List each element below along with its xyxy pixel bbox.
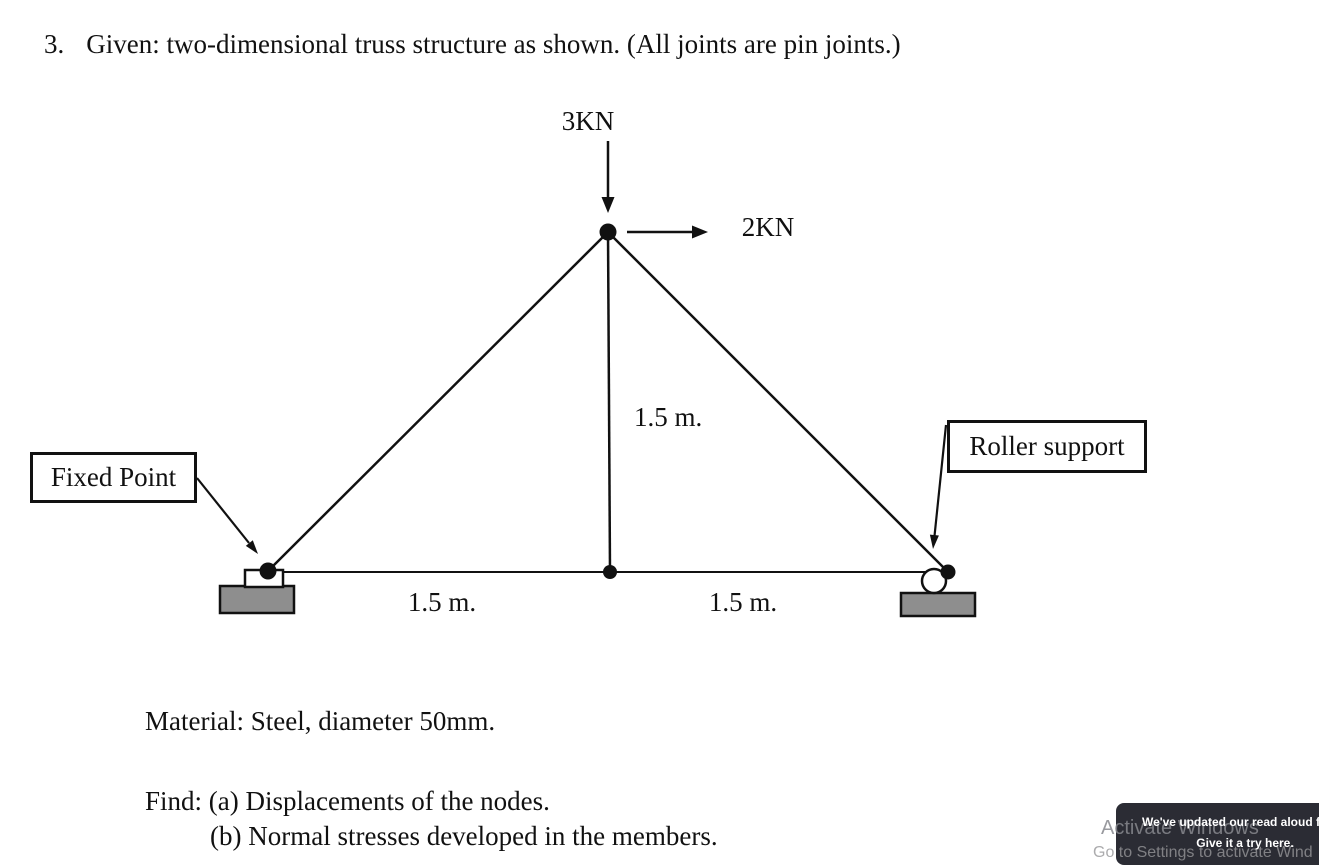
read-aloud-tooltip-text: We've updated our read aloud feat Give i… [1116,803,1319,855]
roller-support-callout: Roller support [947,420,1147,473]
joint-bottom-right [940,564,956,580]
vertical-load-arrowhead [601,197,615,213]
given-statement: Given: two-dimensional truss structure a… [86,29,901,59]
truss-member-vertical [606,231,612,573]
find-row-b: (b) Normal stresses developed in the mem… [145,819,718,854]
joint-bottom-middle [603,565,617,579]
horizontal-load-arrowhead [692,225,708,239]
truss-member-left-diagonal [267,231,609,572]
joint-bottom-left [259,562,277,580]
vertical-load-label: 3KN [561,106,615,136]
problem-title: 3. Given: two-dimensional truss structure… [44,29,901,60]
find-block: Find: (a) Displacements of the nodes. (b… [145,784,718,854]
roller-support-base [899,591,977,618]
fixed-point-callout: Fixed Point [30,452,197,503]
horizontal-load-label: 2KN [741,212,795,242]
fixed-support-base [218,584,296,615]
find-row-a: Find: (a) Displacements of the nodes. [145,784,718,819]
tooltip-try-link[interactable]: Give it a try here. [1196,836,1294,850]
truss-member-right-diagonal [607,231,949,573]
fixed-point-callout-label: Fixed Point [50,462,177,492]
roller-leader-line [933,424,948,537]
tooltip-message: We've updated our read aloud feat [1142,815,1319,829]
joint-apex [599,223,617,241]
fixed-point-leader-arrowhead [245,540,258,554]
roller-wheel [920,567,948,595]
find-item-b: (b) Normal stresses developed in the mem… [210,821,718,851]
roller-leader-arrowhead [929,534,939,549]
fixed-point-leader-line [196,477,250,544]
dimension-right-span-label: 1.5 m. [708,587,778,617]
roller-support-callout-label: Roller support [969,431,1125,461]
dimension-height-label: 1.5 m. [634,402,703,432]
dimension-left-span-label: 1.5 m. [407,587,477,617]
find-item-a: (a) Displacements of the nodes. [208,786,550,816]
problem-number: 3. [44,29,65,59]
find-label: Find: [145,786,203,816]
material-statement: Material: Steel, diameter 50mm. [145,706,496,736]
